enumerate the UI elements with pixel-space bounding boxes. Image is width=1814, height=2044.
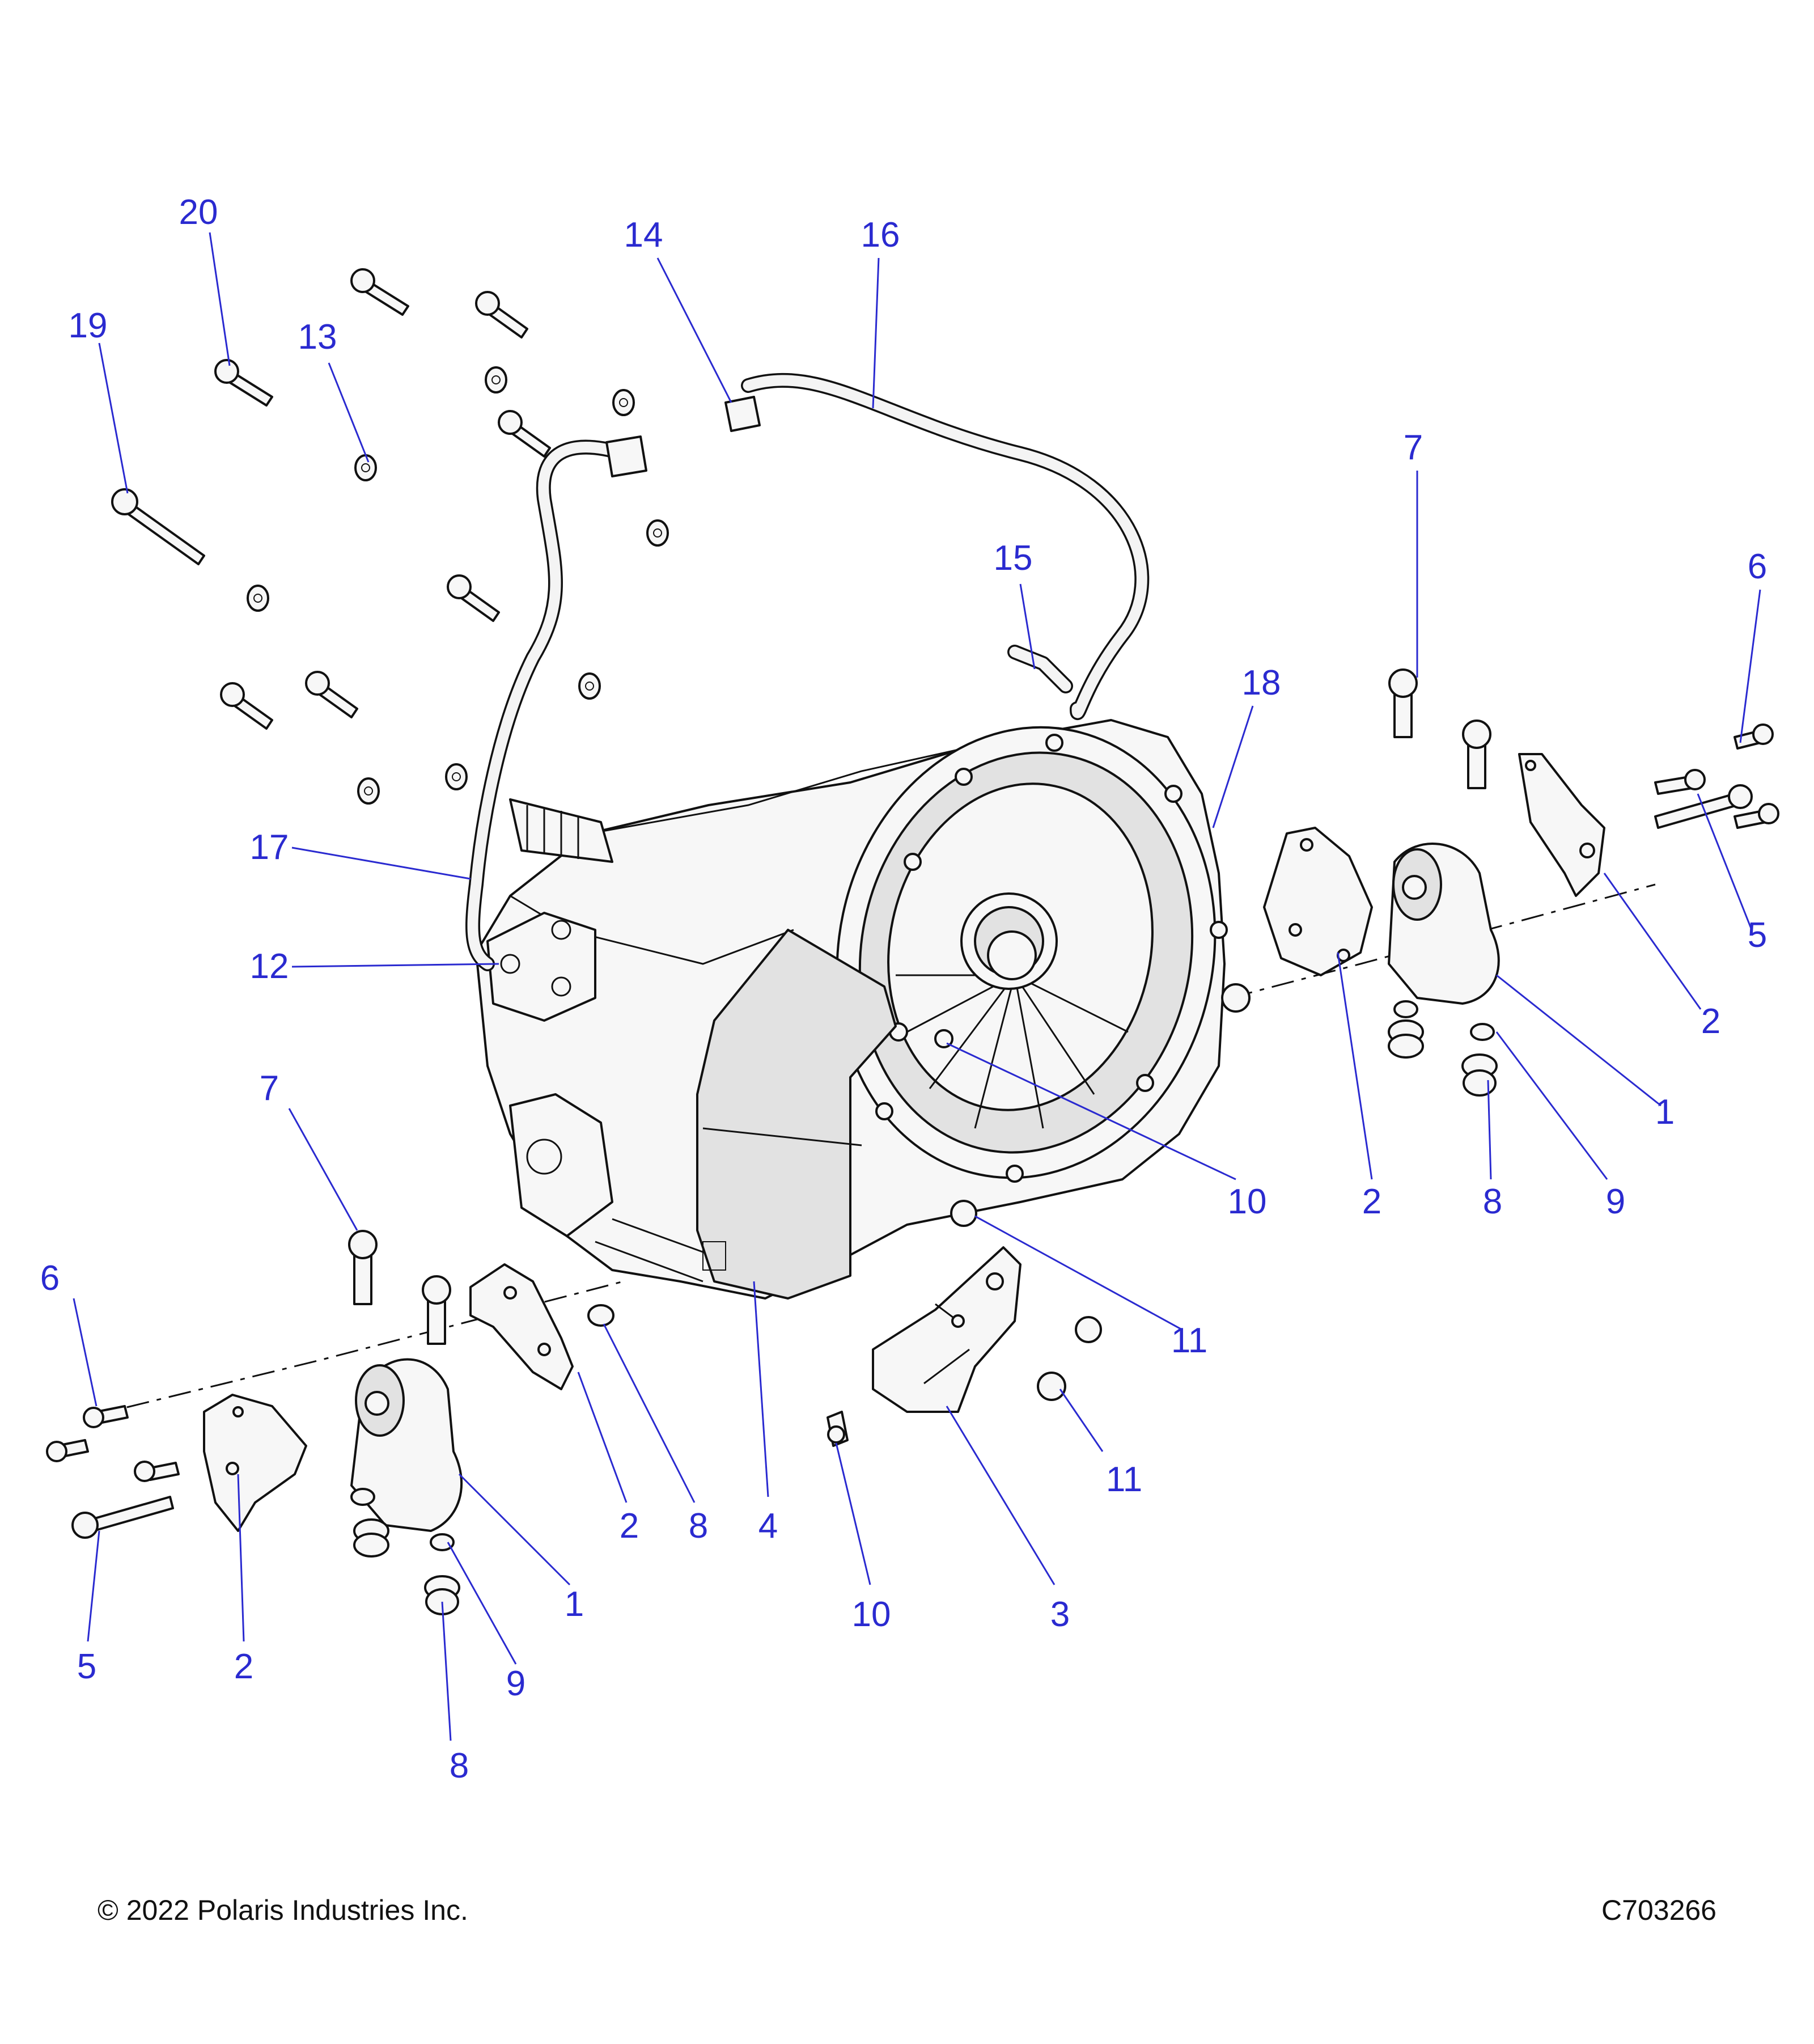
callout-13: 13 (298, 318, 337, 357)
callout-16: 16 (861, 215, 900, 255)
bolt-20 (214, 359, 273, 407)
callout-6-left: 6 (40, 1259, 60, 1298)
callout-15: 15 (994, 539, 1033, 578)
callout-numbers: 20 19 13 14 16 15 7 6 18 5 17 2 12 1 7 1… (40, 193, 1767, 1785)
callout-1-right: 1 (1655, 1093, 1675, 1132)
copyright-text: © 2022 Polaris Industries Inc. (98, 1894, 468, 1926)
callout-2-far-right: 2 (1701, 1002, 1720, 1041)
figure-id: C703266 (1601, 1894, 1716, 1926)
callout-11-upper: 11 (1171, 1321, 1207, 1360)
callout-8-left-lower: 8 (450, 1746, 469, 1785)
callout-1-left: 1 (565, 1585, 584, 1624)
callout-10-upper: 10 (1228, 1182, 1267, 1221)
callout-6-right: 6 (1748, 547, 1767, 586)
callout-7-left: 7 (260, 1069, 279, 1108)
bracket-3 (827, 1246, 1102, 1447)
callout-8-right: 8 (1483, 1182, 1502, 1221)
hardware-group-upper-left (111, 268, 669, 805)
callout-9-left: 9 (506, 1664, 525, 1703)
callout-5-left: 5 (77, 1647, 96, 1686)
callout-2-left-lower: 2 (234, 1647, 253, 1686)
transmission-housing (475, 719, 1228, 1300)
callout-17: 17 (250, 828, 289, 867)
callout-10-lower: 10 (852, 1595, 891, 1634)
bolt-19 (111, 488, 205, 565)
callout-14: 14 (624, 215, 663, 255)
callout-9-right: 9 (1606, 1182, 1625, 1221)
vent-hose-16 (724, 373, 1150, 720)
callout-2-left-upper: 2 (620, 1506, 639, 1546)
callout-3: 3 (1050, 1595, 1070, 1634)
leader-lines (73, 232, 1761, 1741)
callout-18: 18 (1242, 663, 1281, 703)
callout-8-left-upper: 8 (689, 1506, 708, 1546)
callout-12: 12 (250, 947, 289, 986)
callout-5-right: 5 (1748, 916, 1767, 955)
callout-11-lower: 11 (1106, 1460, 1142, 1499)
callout-19: 19 (69, 306, 108, 345)
callout-2-right: 2 (1362, 1182, 1381, 1221)
callout-20: 20 (179, 193, 218, 232)
mount-group-right (1221, 668, 1779, 1097)
mount-group-left (46, 1230, 624, 1615)
washers-13 (247, 366, 669, 805)
vent-hose-17 (465, 435, 647, 971)
callout-7-right: 7 (1404, 428, 1423, 467)
callout-4: 4 (758, 1506, 778, 1546)
